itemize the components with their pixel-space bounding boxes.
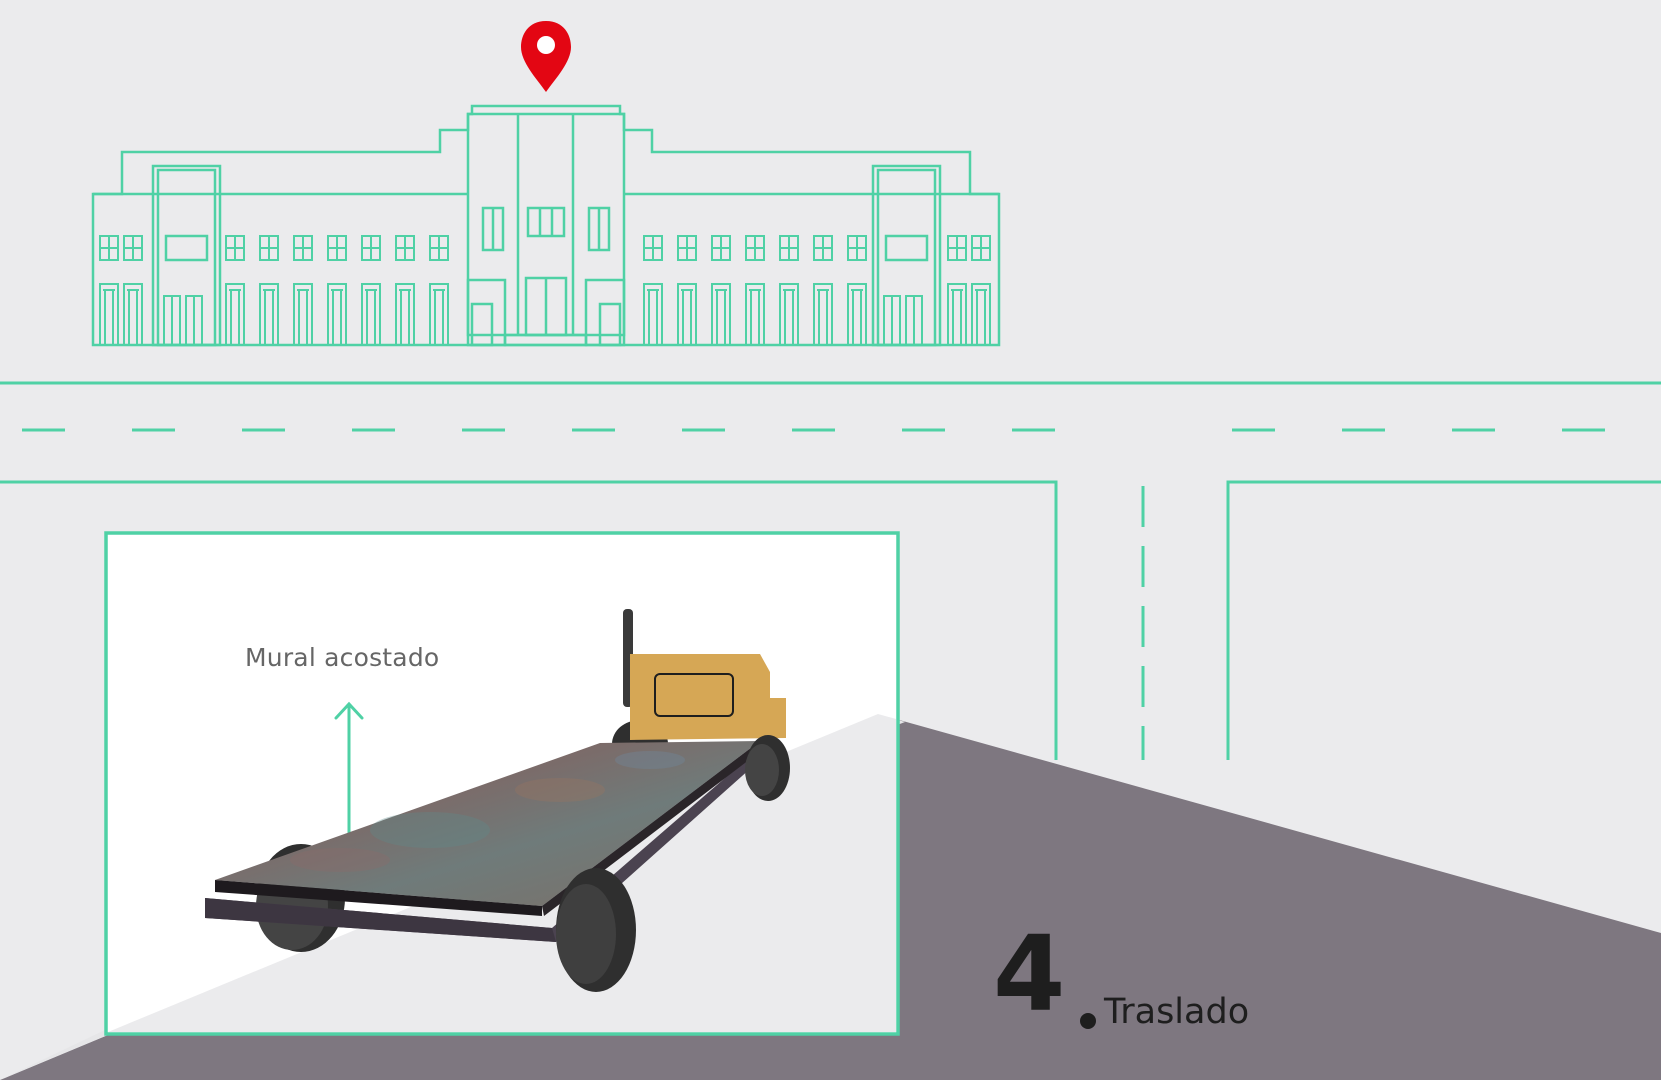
road xyxy=(0,381,1661,760)
flatbed-truck xyxy=(205,609,790,992)
building-outline xyxy=(91,104,1001,347)
arrow-up-icon xyxy=(334,701,364,857)
road-dashes xyxy=(22,428,1605,760)
inset-caption: Mural acostado xyxy=(245,643,440,672)
location-pin-icon xyxy=(521,21,571,92)
step-dot xyxy=(1080,1013,1096,1029)
step-number: 4 xyxy=(993,913,1066,1035)
building-windows xyxy=(99,235,991,345)
step-title: Traslado xyxy=(1104,992,1250,1032)
